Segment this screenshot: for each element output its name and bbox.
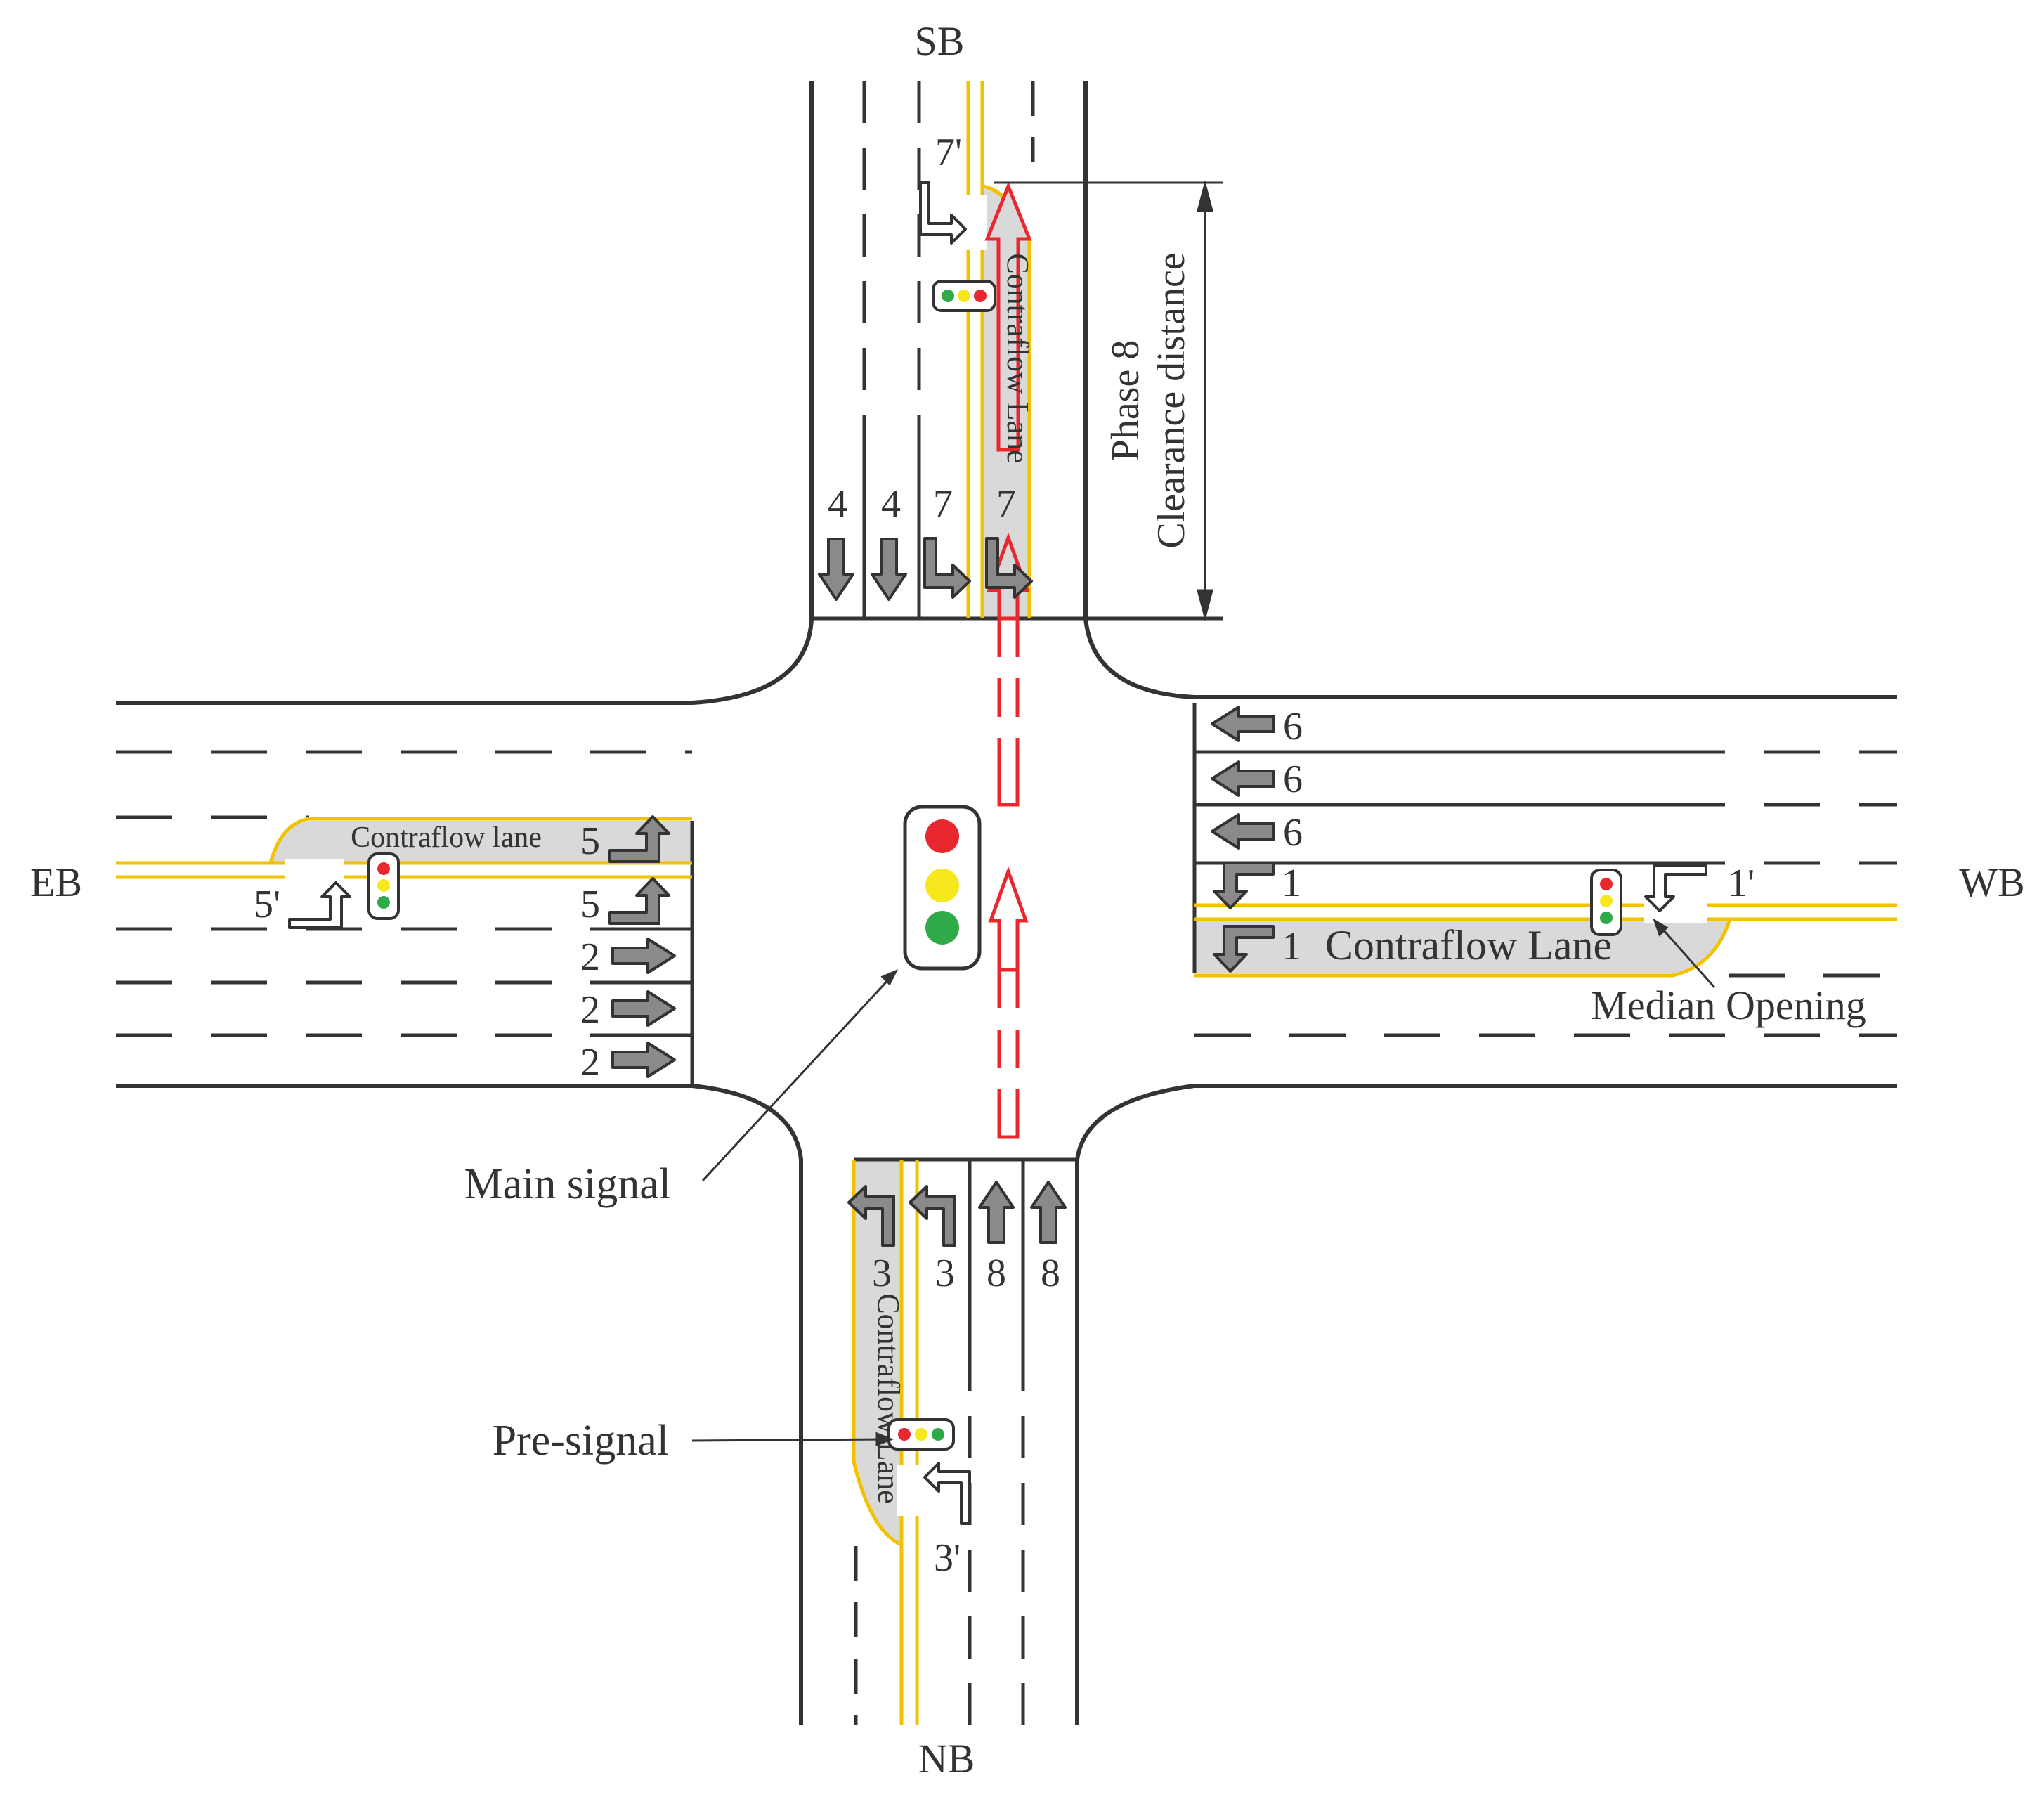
wb-through-arrow-2 — [1211, 760, 1275, 797]
wb-phase-label-5: 1 — [1282, 925, 1301, 968]
eb-phase-label-4: 2 — [580, 988, 600, 1032]
nb-through-arrow-1 — [978, 1181, 1015, 1244]
main-signal-red-light — [925, 819, 959, 853]
direction-label-nb: NB — [918, 1736, 975, 1782]
eb-pre-phase-label: 5' — [254, 883, 280, 926]
wb-phase-label-4: 1 — [1282, 862, 1301, 905]
eb-pre-arrow — [288, 881, 351, 929]
direction-label-sb: SB — [915, 18, 965, 64]
sb-pre-arrow — [919, 181, 967, 245]
clearance-label-line2: Clearance distance — [1150, 252, 1193, 548]
wb-contraflow-label: Contraflow Lane — [1325, 922, 1612, 968]
eb-phase-label-1: 5 — [580, 819, 600, 863]
pre-signal-label: Pre-signal — [493, 1417, 669, 1465]
clearance-label-line1: Phase 8 — [1104, 340, 1147, 462]
sb-phase-label-2: 4 — [881, 482, 901, 526]
clearance-path — [984, 181, 1032, 1139]
nb-phase-label-3: 8 — [987, 1252, 1006, 1295]
lane-lines — [116, 81, 1897, 1725]
nb-phase-label-1: 3 — [872, 1252, 892, 1295]
eb-pre-signal — [367, 852, 400, 920]
eb-phase-label-2: 5 — [580, 883, 600, 926]
eb-through-arrow-3 — [611, 1042, 676, 1078]
median-opening-label: Median Opening — [1591, 982, 1866, 1028]
wb-pre-signal — [1590, 869, 1622, 936]
main-signal-green-light — [925, 911, 959, 945]
sb-pre-signal — [932, 280, 996, 312]
nb-pre-arrow — [923, 1462, 971, 1525]
sb-through-arrow-1 — [818, 538, 854, 601]
nb-pre-signal — [887, 1418, 955, 1451]
nb-through-arrow-2 — [1030, 1181, 1067, 1244]
nb-phase-label-2: 3 — [935, 1252, 955, 1295]
main-signal — [903, 805, 982, 971]
sb-pre-phase-label: 7' — [935, 131, 962, 174]
nb-pre-phase-label: 3' — [934, 1536, 961, 1580]
sb-phase-label-3: 7 — [933, 482, 953, 526]
direction-label-wb: WB — [1959, 859, 2024, 905]
nb-contraflow-area — [854, 1160, 901, 1545]
wb-phase-label-3: 6 — [1283, 811, 1303, 855]
sb-left-arrow-1 — [923, 537, 971, 599]
main-signal-yellow-light — [925, 869, 959, 902]
sb-through-arrow-2 — [871, 538, 907, 601]
nb-contraflow-label: Contraflow Lane — [871, 1293, 906, 1503]
eb-through-arrow-1 — [611, 938, 676, 974]
eb-phase-label-3: 2 — [580, 935, 600, 979]
nb-phase-label-4: 8 — [1041, 1252, 1060, 1295]
eb-phase-label-5: 2 — [580, 1041, 600, 1084]
median-openings — [285, 195, 1707, 1516]
eb-contraflow-label: Contraflow lane — [351, 822, 542, 854]
direction-label-eb: EB — [30, 859, 82, 905]
leader-lines — [691, 918, 1716, 1447]
wb-pre-phase-label: 1' — [1728, 862, 1755, 905]
sb-contraflow-label: Contraflow Lane — [1001, 253, 1035, 463]
eb-contraflow-area — [271, 821, 692, 863]
wb-phase-label-2: 6 — [1283, 758, 1303, 801]
main-signal-label: Main signal — [464, 1160, 671, 1208]
eb-left-arrow-2 — [608, 877, 670, 925]
eb-through-arrow-2 — [611, 990, 676, 1027]
wb-left-arrow-1 — [1213, 862, 1275, 909]
wb-phase-label-1: 6 — [1283, 705, 1303, 748]
clearance-dimension — [994, 180, 1223, 621]
sb-phase-label-4: 7 — [996, 482, 1016, 526]
wb-through-arrow-3 — [1211, 813, 1275, 850]
wb-through-arrow-1 — [1211, 706, 1275, 742]
sb-phase-label-1: 4 — [828, 482, 847, 526]
